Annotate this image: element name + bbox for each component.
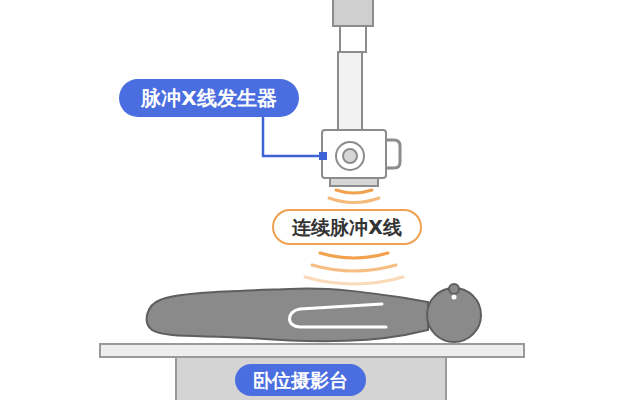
patient-eye <box>452 295 457 300</box>
patient-nose <box>449 284 459 294</box>
wave <box>336 190 372 193</box>
pivot-core <box>343 149 357 163</box>
patient-arm <box>290 304 387 327</box>
generator-window <box>330 178 378 186</box>
support-arm <box>338 52 362 142</box>
wave-label-pill: 连续脉冲X线 <box>272 209 422 245</box>
patient-body <box>147 289 428 341</box>
leader-dot <box>319 152 327 160</box>
table-top <box>100 344 524 357</box>
pivot <box>336 142 364 170</box>
table-label-pill: 卧位摄影台 <box>235 364 366 396</box>
callout-pill: 脉冲X线发生器 <box>119 79 299 117</box>
wave <box>305 277 403 284</box>
wave <box>312 265 396 271</box>
table-base <box>176 356 446 400</box>
node-text: 连续脉冲X线 <box>292 216 402 239</box>
ceiling-mount <box>333 0 373 26</box>
node-text: 脉冲X线发生器 <box>141 86 276 110</box>
mount-sleeve <box>340 26 366 52</box>
generator-head <box>322 130 386 178</box>
node-text: 卧位摄影台 <box>253 369 348 392</box>
leader-line <box>263 116 322 156</box>
patient-head <box>427 288 481 342</box>
wave <box>329 198 379 203</box>
wave <box>320 253 388 258</box>
